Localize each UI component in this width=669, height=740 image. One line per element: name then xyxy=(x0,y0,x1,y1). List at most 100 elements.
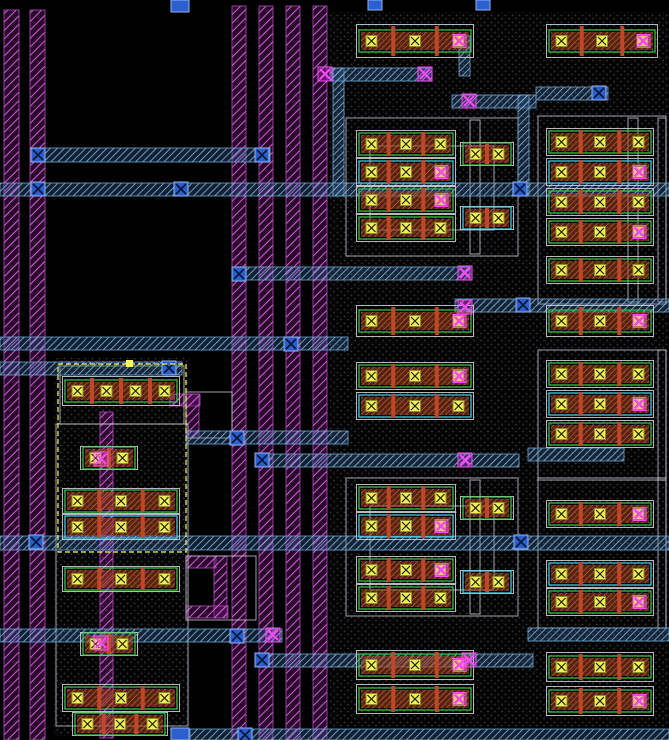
standard-cell[interactable] xyxy=(356,158,456,186)
metal2-track[interactable] xyxy=(312,5,328,740)
selection[interactable] xyxy=(57,360,187,553)
standard-cell[interactable] xyxy=(546,500,654,528)
metal1-wire[interactable] xyxy=(332,67,345,197)
metal1-wire[interactable] xyxy=(256,453,520,468)
standard-cell[interactable] xyxy=(356,130,456,158)
cell-boundary xyxy=(356,214,456,242)
edge-pad[interactable] xyxy=(367,0,383,11)
poly-gate xyxy=(140,686,145,710)
standard-cell[interactable] xyxy=(460,496,514,520)
selection-box[interactable] xyxy=(57,363,187,553)
poly-gate xyxy=(617,590,622,614)
diffusion-outline xyxy=(358,558,454,582)
standard-cell[interactable] xyxy=(356,584,456,612)
metal1-wire[interactable] xyxy=(527,447,625,462)
standard-cell[interactable] xyxy=(460,570,514,594)
standard-cell[interactable] xyxy=(460,142,514,166)
metal1-wire[interactable] xyxy=(231,266,471,281)
cells[interactable] xyxy=(62,24,658,736)
edge-pads[interactable] xyxy=(170,0,491,740)
poly-gate xyxy=(386,514,391,538)
standard-cell[interactable] xyxy=(62,488,180,514)
metal1-wire[interactable] xyxy=(0,361,183,376)
standard-cell[interactable] xyxy=(356,214,456,242)
standard-cell[interactable] xyxy=(546,686,654,716)
poly-gate xyxy=(97,686,102,710)
standard-cell[interactable] xyxy=(356,305,474,337)
standard-cell[interactable] xyxy=(80,632,138,656)
diffusion-outline xyxy=(462,142,512,166)
metal2-track[interactable] xyxy=(185,555,217,569)
poly-gate xyxy=(434,394,439,418)
metal2-track[interactable] xyxy=(185,605,229,619)
metal1-wire[interactable] xyxy=(329,67,433,82)
cell-boundary xyxy=(546,420,654,448)
standard-cell[interactable] xyxy=(546,218,654,246)
standard-cell[interactable] xyxy=(356,186,456,214)
poly-gate xyxy=(140,490,145,512)
poly-gate xyxy=(578,392,583,416)
standard-cell[interactable] xyxy=(546,158,654,186)
standard-cell[interactable] xyxy=(80,446,138,470)
diffusion-outline xyxy=(548,362,652,386)
standard-cell[interactable] xyxy=(62,514,180,540)
metal1-wire[interactable] xyxy=(35,147,271,163)
standard-cell[interactable] xyxy=(460,206,514,230)
standard-cell[interactable] xyxy=(546,188,654,216)
standard-cell[interactable] xyxy=(356,362,474,390)
standard-cell[interactable] xyxy=(356,556,456,584)
standard-cell[interactable] xyxy=(546,256,654,284)
cell-boundary xyxy=(62,514,180,540)
standard-cell[interactable] xyxy=(546,560,654,588)
poly-gate xyxy=(391,394,396,418)
standard-cell[interactable] xyxy=(356,24,474,58)
standard-cell[interactable] xyxy=(546,360,654,388)
diffusion-outline xyxy=(358,188,454,212)
cell-boundary xyxy=(546,24,658,58)
poly-gate xyxy=(578,502,583,526)
selection-handle[interactable] xyxy=(126,360,133,367)
edge-pad[interactable] xyxy=(170,0,190,13)
poly-gate xyxy=(391,364,396,388)
standard-cell[interactable] xyxy=(546,24,658,58)
metal1-wire[interactable] xyxy=(535,86,609,101)
poly-gate xyxy=(578,130,583,154)
poly-gate xyxy=(434,26,439,56)
metal1-wire[interactable] xyxy=(0,628,283,643)
standard-cell[interactable] xyxy=(546,588,654,616)
diffusion-outline xyxy=(548,130,652,154)
edge-pad[interactable] xyxy=(475,0,491,11)
standard-cell[interactable] xyxy=(62,684,180,712)
standard-cell[interactable] xyxy=(356,512,456,540)
vias-magenta[interactable] xyxy=(93,66,477,668)
metal1-wire[interactable] xyxy=(527,627,669,642)
standard-cell[interactable] xyxy=(546,305,654,337)
standard-cell[interactable] xyxy=(356,684,474,714)
standard-cell[interactable] xyxy=(62,566,180,592)
edge-pad[interactable] xyxy=(170,727,190,740)
poly-gate xyxy=(421,188,426,212)
poly-gate xyxy=(578,562,583,586)
standard-cell[interactable] xyxy=(546,128,654,156)
poly-gate xyxy=(119,378,123,404)
diffusion-outline xyxy=(462,496,512,520)
cell-boundary xyxy=(356,158,456,186)
diffusion-outline xyxy=(462,206,512,230)
metal1-wire[interactable] xyxy=(517,94,530,197)
metal1-wires[interactable] xyxy=(0,35,669,740)
metal2-track[interactable] xyxy=(285,5,301,740)
diffusion-outline xyxy=(358,160,454,184)
standard-cell[interactable] xyxy=(62,376,180,406)
standard-cell[interactable] xyxy=(72,712,168,736)
standard-cell[interactable] xyxy=(546,390,654,418)
standard-cell[interactable] xyxy=(546,652,654,682)
standard-cell[interactable] xyxy=(356,392,474,420)
metal1-wire[interactable] xyxy=(0,336,349,351)
standard-cell[interactable] xyxy=(546,420,654,448)
vias-blue[interactable] xyxy=(28,85,607,740)
metal1-wire[interactable] xyxy=(185,430,349,445)
standard-cell[interactable] xyxy=(356,484,456,512)
poly-gate xyxy=(421,558,426,582)
metal1-wire[interactable] xyxy=(189,728,669,740)
